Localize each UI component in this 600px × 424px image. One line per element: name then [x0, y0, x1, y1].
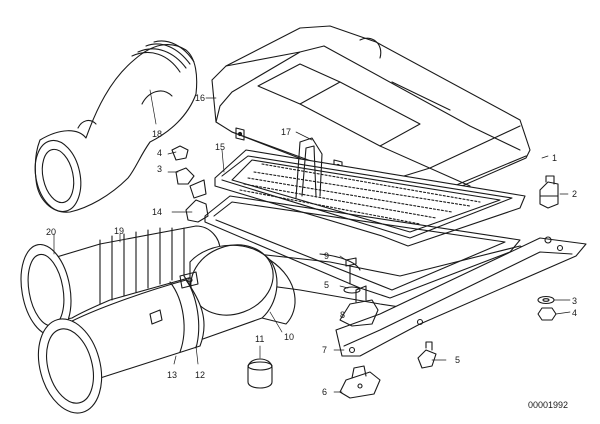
screw-and-washer [343, 257, 361, 294]
callout-1: 1 [552, 153, 557, 163]
callout-4-left: 4 [157, 148, 162, 158]
callout-14: 14 [152, 207, 162, 217]
callout-10: 10 [284, 332, 294, 342]
front-funnel [20, 243, 72, 337]
callout-9: 9 [324, 251, 329, 261]
retaining-clip [295, 137, 323, 199]
rubber-mount [539, 175, 559, 209]
connector-left [171, 145, 195, 185]
mounting-bracket [335, 236, 587, 357]
callout-labels: 1 2 3 3 4 4 5 5 6 7 8 9 10 11 12 13 14 1… [46, 93, 577, 397]
callout-19: 19 [114, 226, 124, 236]
callout-12: 12 [195, 370, 205, 380]
bracket-left [185, 179, 209, 223]
callout-6: 6 [322, 387, 327, 397]
callout-11: 11 [255, 334, 264, 344]
leader-lines [53, 89, 571, 393]
hose-clamp [179, 271, 199, 289]
intake-snorkel [34, 40, 198, 213]
callout-3-left: 3 [157, 164, 162, 174]
washer-and-nut-right [537, 295, 557, 321]
callout-5-upper: 5 [324, 280, 329, 290]
callout-5-lower: 5 [455, 355, 460, 365]
callout-13: 13 [167, 370, 177, 380]
callout-17: 17 [281, 127, 291, 137]
callout-4-right: 4 [572, 308, 577, 318]
rubber-bushing [247, 358, 273, 389]
callout-16: 16 [195, 93, 205, 103]
air-flow-meter [189, 244, 296, 341]
callout-2: 2 [572, 189, 577, 199]
callout-18: 18 [152, 129, 162, 139]
callout-3-right: 3 [572, 296, 577, 306]
callout-7: 7 [322, 345, 327, 355]
lower-duct [37, 275, 205, 414]
callout-15: 15 [215, 142, 225, 152]
callout-20: 20 [46, 227, 56, 237]
mounting-foot-lower [339, 365, 381, 399]
housing-gasket [204, 195, 521, 299]
diagram-id: 00001992 [528, 400, 568, 410]
callout-8: 8 [340, 310, 345, 320]
sensor-plug [417, 341, 437, 369]
mounting-foot [339, 285, 379, 327]
